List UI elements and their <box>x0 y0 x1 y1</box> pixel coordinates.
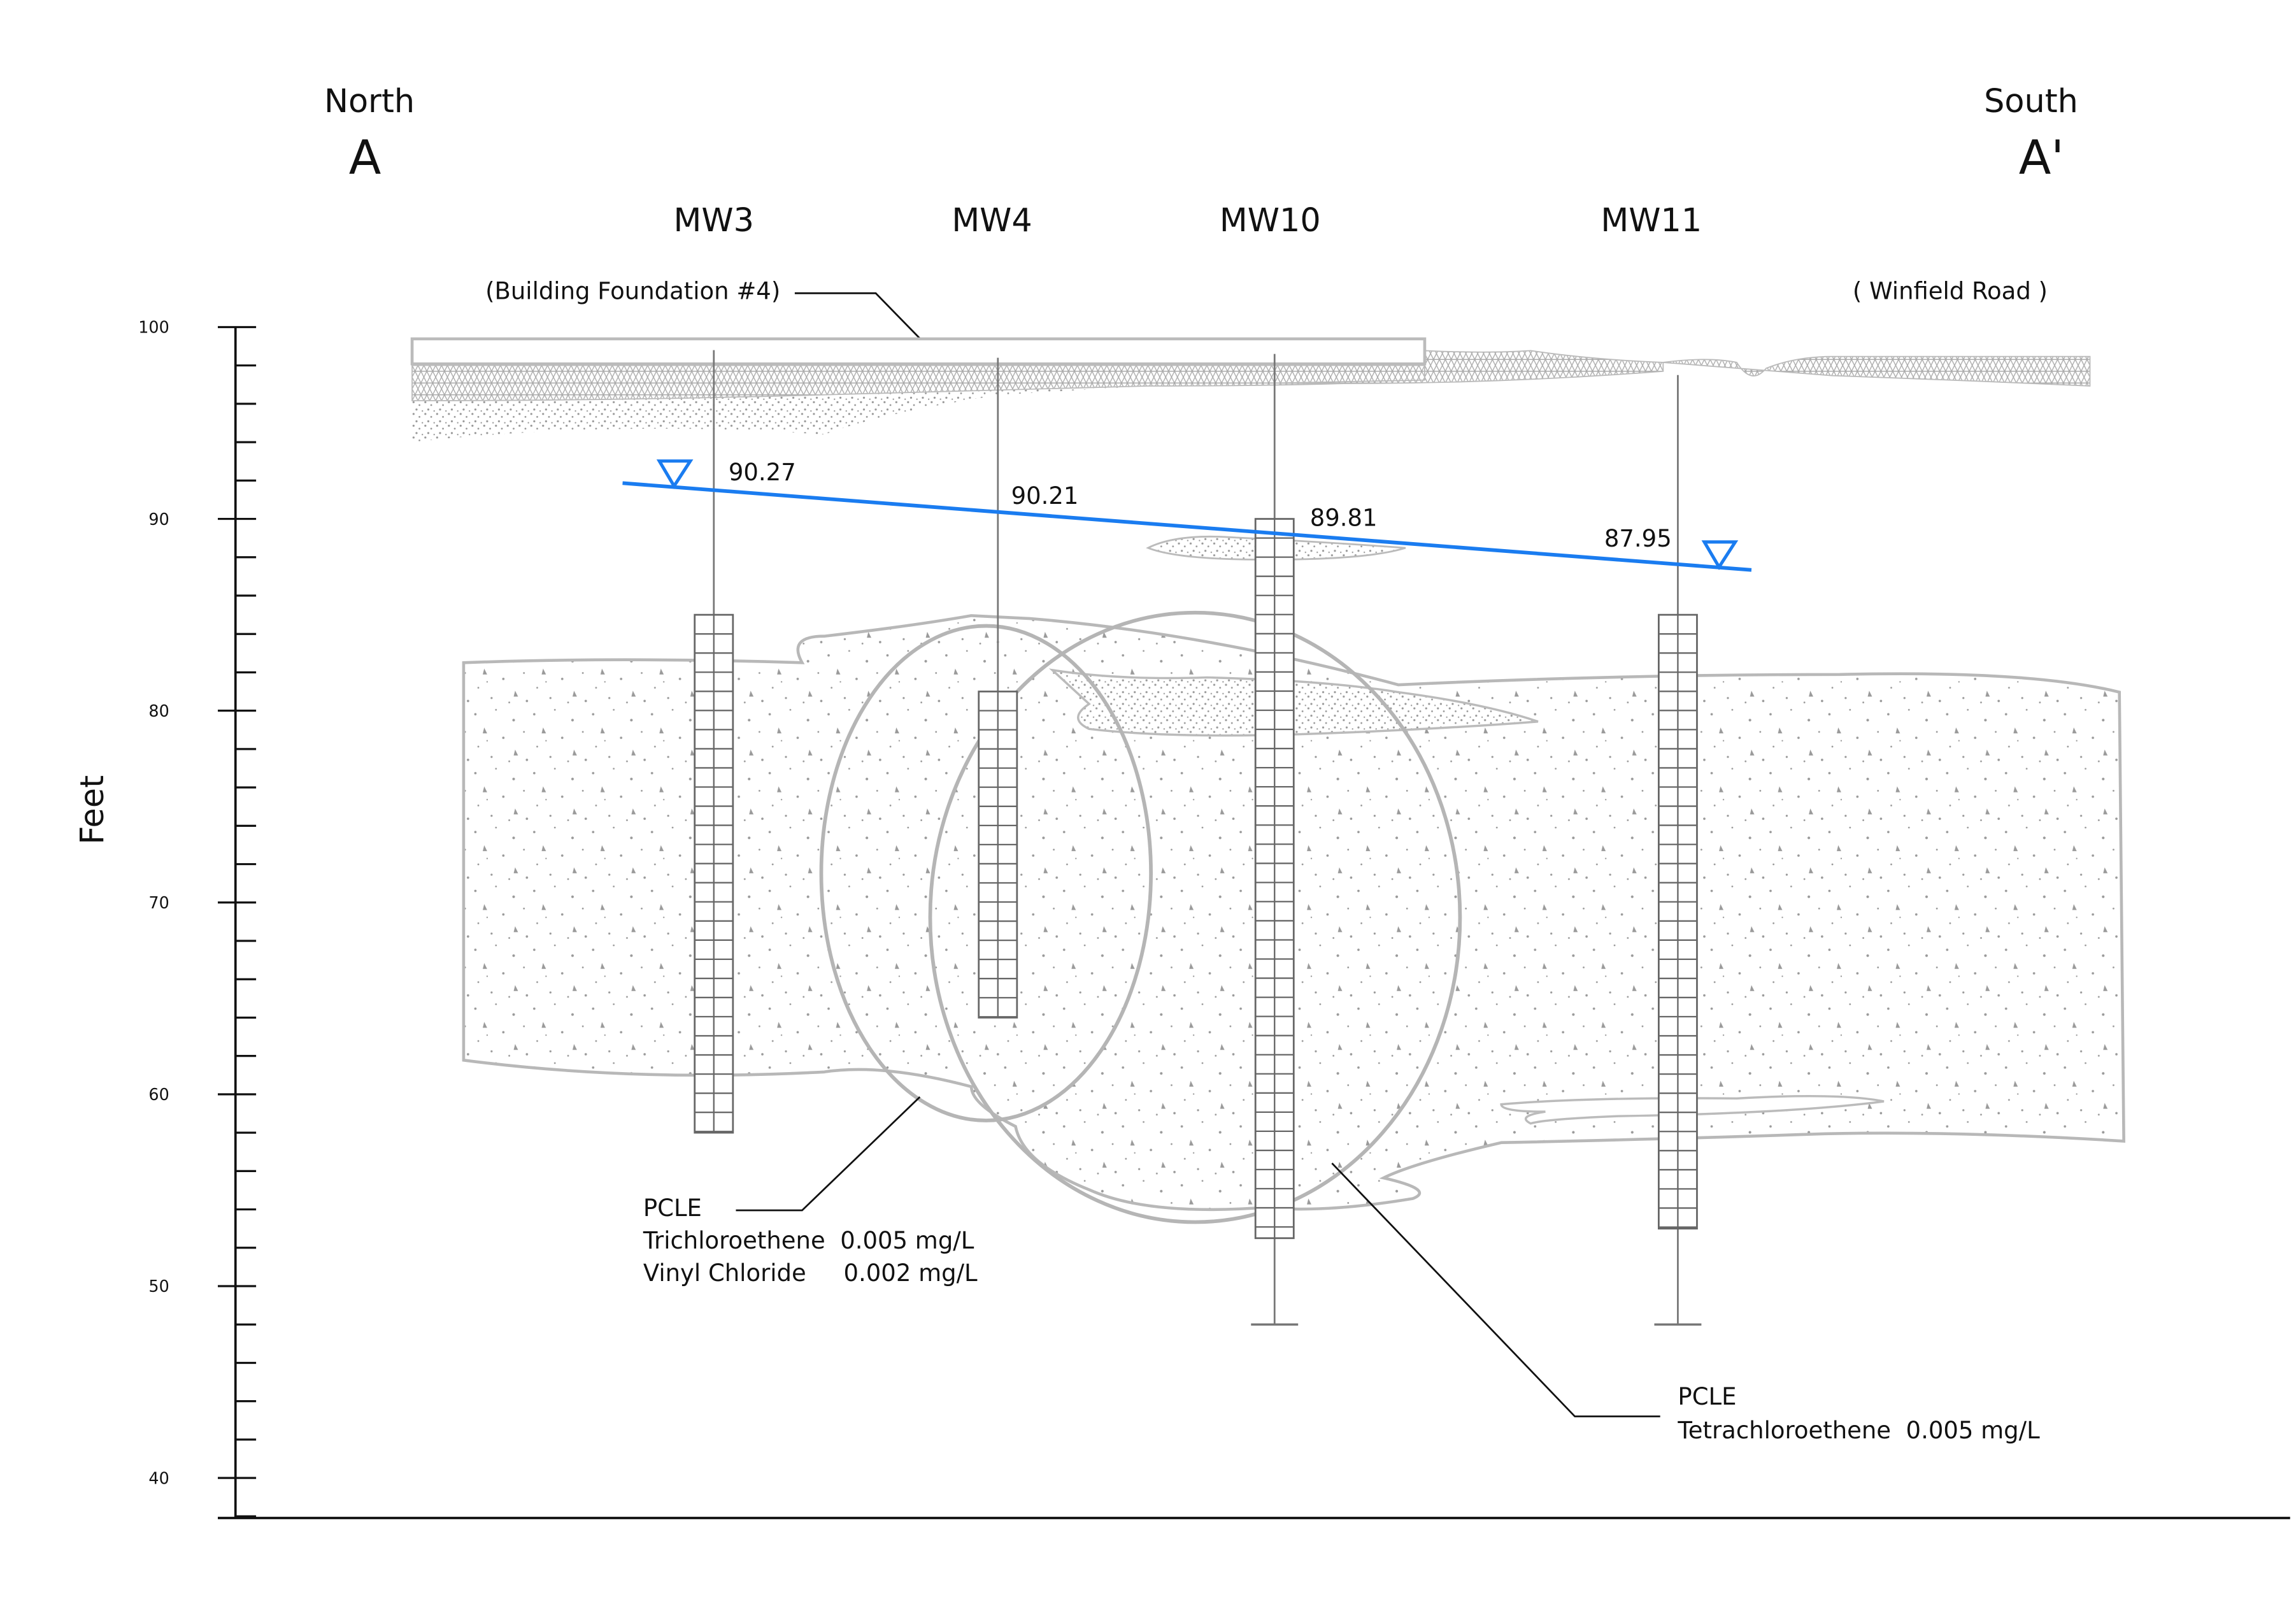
tick-label: 90 <box>148 510 169 529</box>
plume-pce-outline <box>928 610 1462 1224</box>
building-foundation-label: (Building Foundation #4) <box>485 278 780 305</box>
tick-label: 40 <box>148 1468 169 1487</box>
well-mw3 <box>694 350 734 1134</box>
plume-1-leader <box>736 1096 921 1212</box>
surface-layer <box>410 337 2091 442</box>
south-section-marker: A' <box>2019 131 2064 185</box>
silt-lens-upper <box>1048 668 1539 737</box>
well-mw4 <box>978 357 1018 1019</box>
plume-1-tce: Trichloroethene 0.005 mg/L <box>643 1227 974 1254</box>
monitoring-wells <box>694 350 1702 1326</box>
axis-label: Feet <box>73 775 111 845</box>
north-label: North <box>324 82 415 120</box>
tick-label: 50 <box>148 1277 169 1296</box>
tick-label: 80 <box>148 701 169 720</box>
south-label: South <box>1984 82 2078 120</box>
north-section-marker: A <box>349 131 381 185</box>
well-label-mw10: MW10 <box>1220 201 1321 239</box>
water-level-mw11: 87.95 <box>1604 525 1672 552</box>
elevation-axis: 100 90 80 70 60 50 40 <box>138 318 2290 1519</box>
plume-2-title: PCLE <box>1678 1383 1736 1410</box>
water-table <box>622 459 1752 572</box>
road-label: ( Winfield Road ) <box>1853 278 2048 305</box>
plume-1-vinyl-chloride: Vinyl Chloride 0.002 mg/L <box>643 1259 978 1287</box>
water-level-mw4: 90.21 <box>1011 482 1079 510</box>
tick-label: 60 <box>148 1085 169 1104</box>
water-level-icon <box>656 459 694 489</box>
water-level-mw3: 90.27 <box>729 459 796 486</box>
well-mw11 <box>1654 375 1702 1326</box>
tick-label: 70 <box>148 893 169 912</box>
plume-1-title: PCLE <box>643 1194 702 1222</box>
building-foundation <box>410 337 1427 366</box>
building-leader-line <box>794 292 937 356</box>
well-label-mw3: MW3 <box>674 201 754 239</box>
plume-2-pce: Tetrachloroethene 0.005 mg/L <box>1677 1417 2040 1444</box>
water-level-mw10: 89.81 <box>1310 504 1378 531</box>
well-label-mw4: MW4 <box>952 201 1032 239</box>
water-table-line <box>622 481 1752 572</box>
well-label-mw11: MW11 <box>1601 201 1702 239</box>
plume-tce-vc-outline <box>819 624 1153 1122</box>
tick-label: 100 <box>138 318 169 337</box>
water-level-icon <box>1701 540 1739 570</box>
well-mw10 <box>1251 354 1299 1326</box>
plume-2-leader <box>1331 1163 1660 1417</box>
